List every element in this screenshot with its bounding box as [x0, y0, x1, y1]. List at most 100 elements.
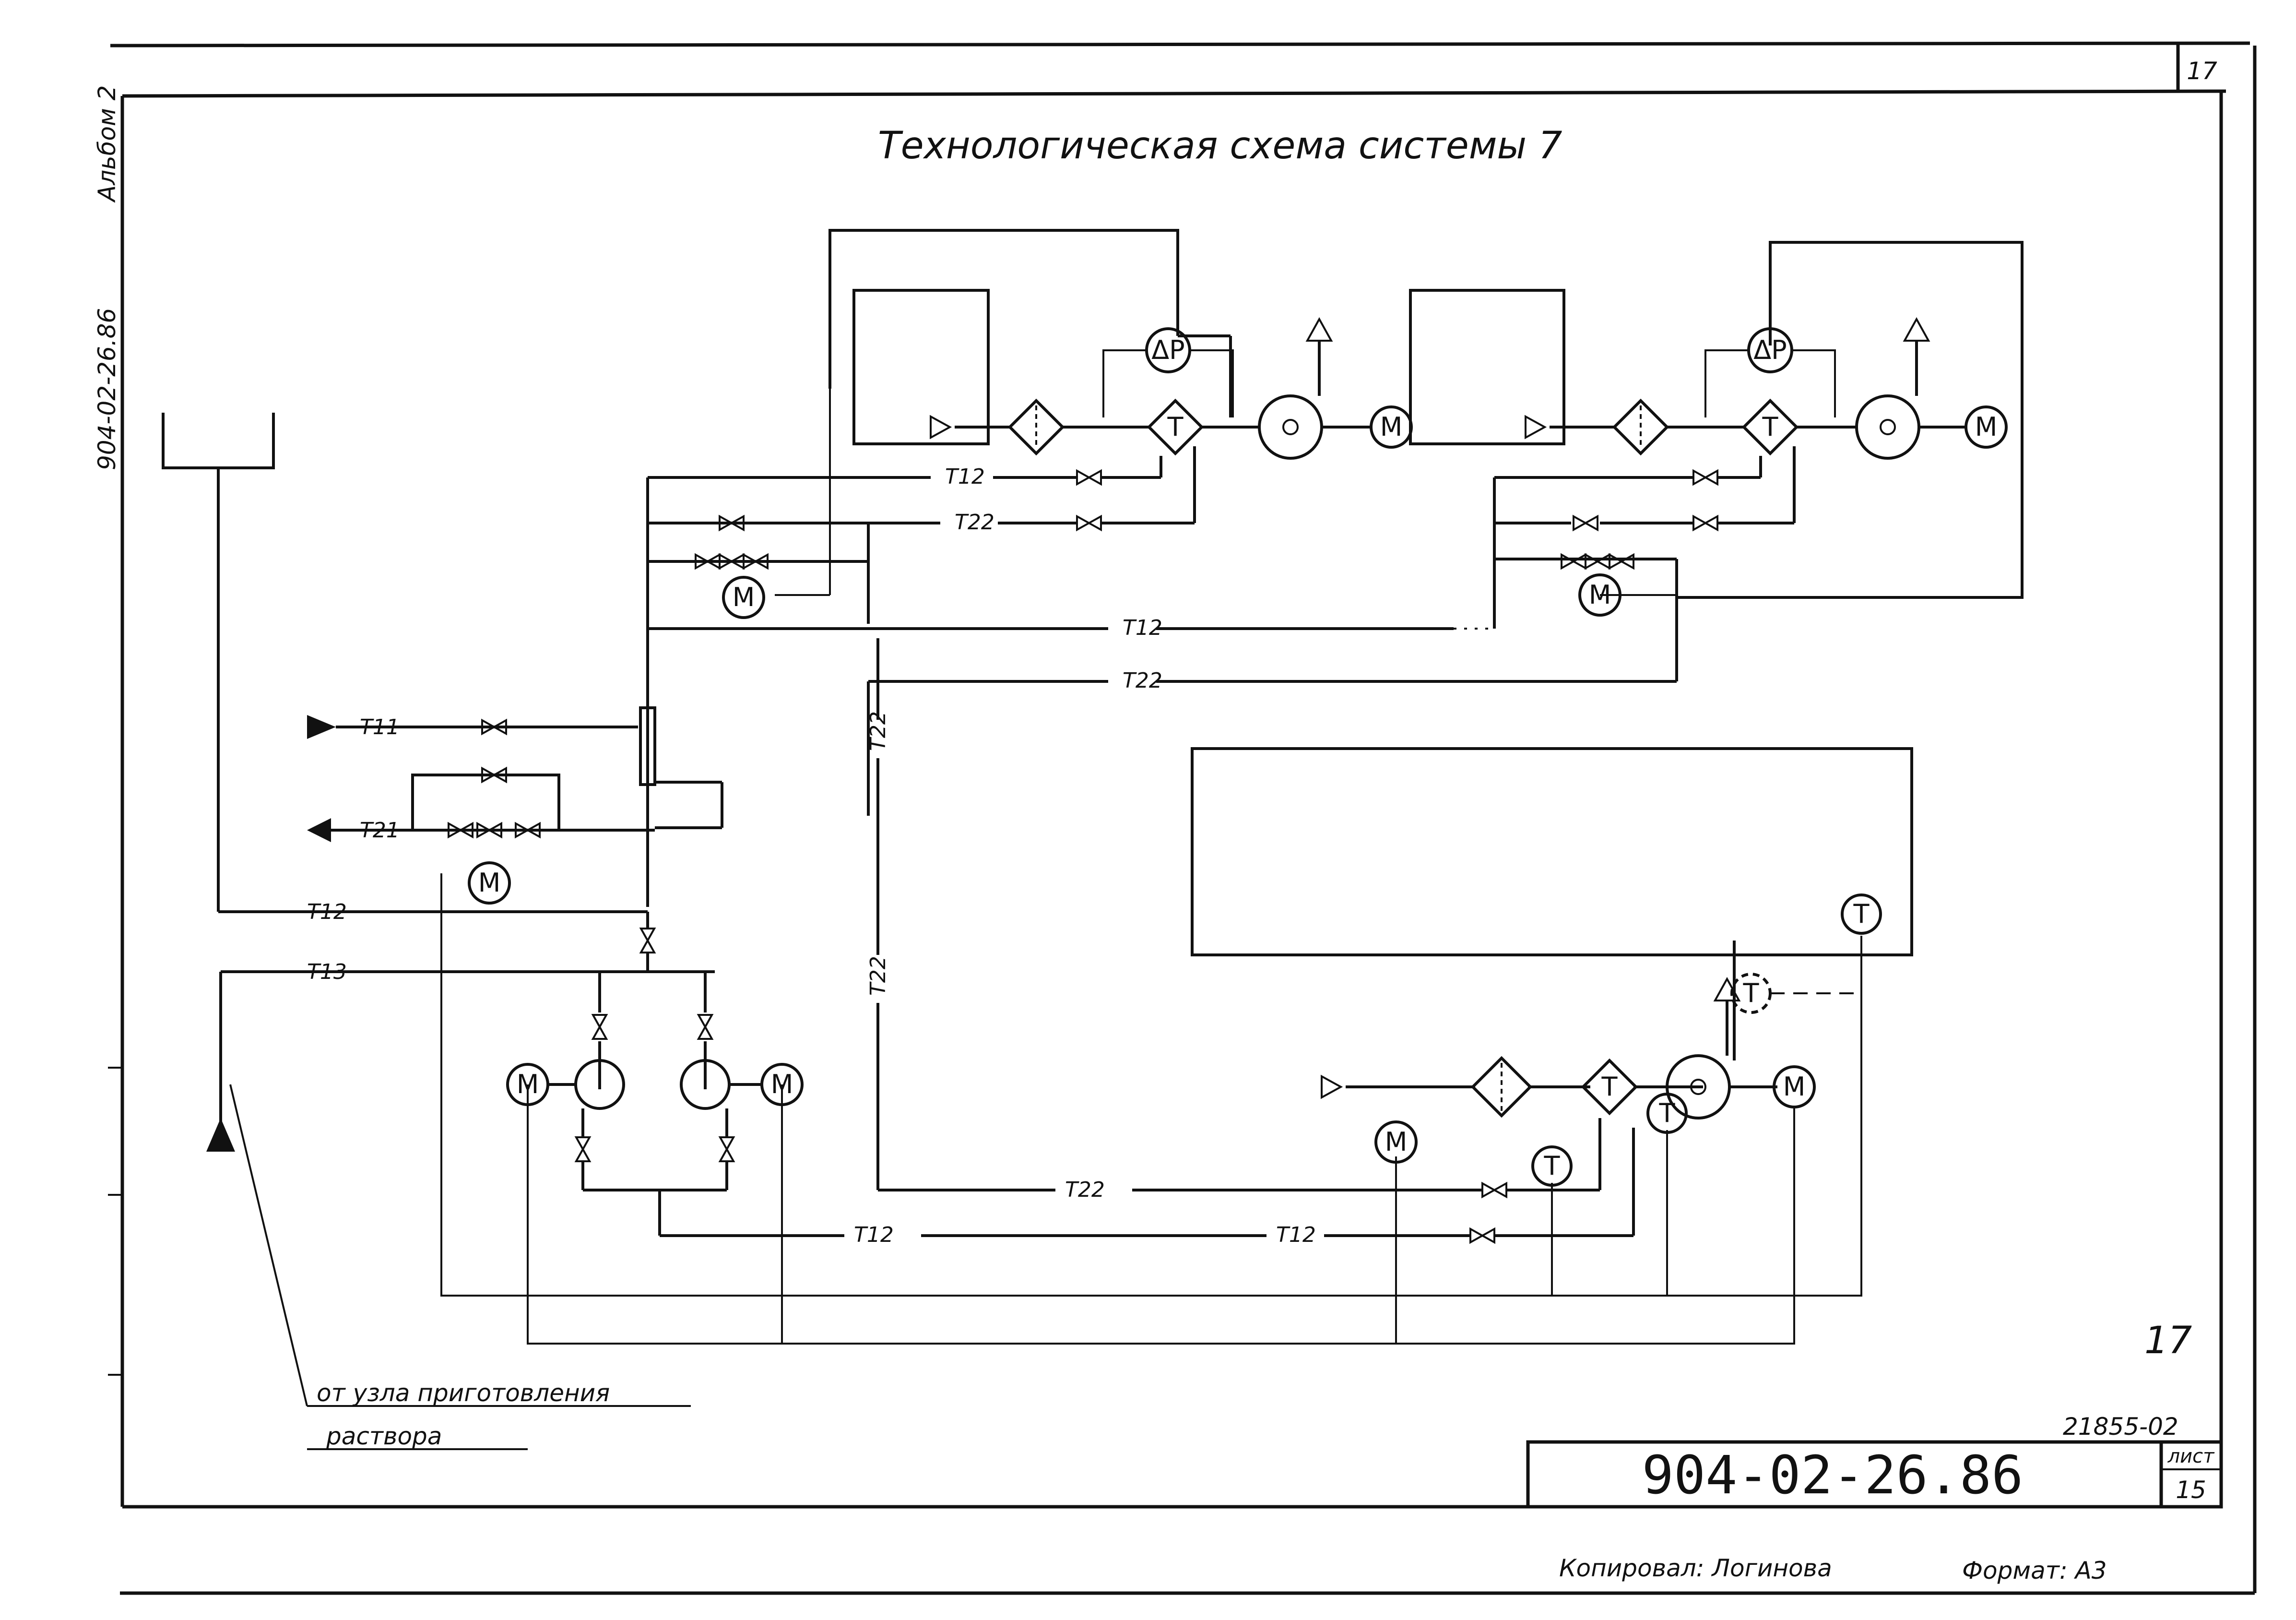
- motor-icon: М: [1370, 405, 1413, 449]
- pipe-label-t12-unit1: Т12: [945, 465, 985, 489]
- pump-icon: [680, 1059, 731, 1110]
- heat-exchanger-icon: Т: [1741, 398, 1799, 456]
- temperature-sensor-icon: Т: [1531, 1145, 1573, 1187]
- page-title: Технологическая схема системы 7: [878, 124, 1562, 167]
- motor-icon-label: М: [1975, 412, 1998, 442]
- pipe-label-t11: Т11: [360, 715, 400, 739]
- equipment: Т Т Т: [548, 317, 1967, 1120]
- motor-icon-label: М: [771, 1069, 793, 1099]
- valve-icon: [1609, 553, 1634, 570]
- pressure-differential-icon-label: ΔР: [1753, 335, 1787, 365]
- temperature-sensor-icon: Т: [1841, 893, 1882, 935]
- pipe-label-t22-unit1: Т22: [955, 510, 994, 535]
- pressure-differential-sensors: ΔР ΔР: [1102, 327, 1836, 417]
- temperature-sensor-icon-label: Т: [1743, 978, 1760, 1008]
- pipe-label-t12-bottom-right: Т12: [1276, 1223, 1316, 1247]
- air-inlet-icon: [1321, 1074, 1343, 1099]
- motor-icon: М: [468, 861, 511, 905]
- valve-icon: [697, 1014, 714, 1040]
- sheet-label: лист: [2167, 1445, 2215, 1467]
- valve-icon: [1692, 469, 1718, 486]
- filter-icon: [1470, 1056, 1533, 1118]
- pipe-label-t22-vertical-upper: Т22: [866, 711, 890, 751]
- motor-icon: М: [1965, 405, 2008, 449]
- pressure-differential-icon: ΔР: [1747, 327, 1793, 373]
- valve-icon: [1692, 514, 1718, 532]
- fan-icon: [1666, 977, 1777, 1120]
- filter-icon: [1612, 398, 1669, 456]
- pipe-label-t12-bottom-left: Т12: [854, 1223, 894, 1247]
- unit-2-enclosure: [1409, 241, 2024, 599]
- pump-icon: [574, 1059, 625, 1110]
- sheet-frame: [108, 41, 2257, 1595]
- valve-icon: [1469, 1227, 1495, 1244]
- pressure-differential-icon-label: ΔР: [1151, 335, 1185, 365]
- pipe-label-t12-cross: Т12: [1123, 616, 1162, 640]
- filter-icon: [1007, 398, 1065, 456]
- air-inlet-icon: [930, 415, 952, 440]
- valve-icon: [476, 822, 502, 839]
- pipe-label-t13: Т13: [307, 960, 347, 984]
- designation-label: 904-02-26.86: [1642, 1444, 2024, 1506]
- valve-icon: [481, 718, 507, 736]
- temperature-sensors: Т Т Т Т: [1531, 893, 1882, 1187]
- valve-icon: [639, 928, 656, 953]
- heat-exchanger-label: Т: [1601, 1072, 1618, 1102]
- valve-icon: [1076, 469, 1102, 486]
- valve-icon: [1481, 1181, 1507, 1199]
- copied-by: Копировал: Логинова: [1559, 1554, 1832, 1582]
- supply-tank: [162, 413, 336, 913]
- motor-icon: М: [722, 576, 765, 619]
- pipe-label-t22-cross: Т22: [1123, 668, 1162, 693]
- motor-icon: М: [1578, 573, 1621, 617]
- heat-exchanger-label: Т: [1167, 412, 1184, 442]
- format-label: Формат: А3: [1962, 1557, 2107, 1584]
- pipe-network: [218, 389, 1862, 1450]
- fan-icon: [1855, 317, 1967, 460]
- heat-exchanger-label: Т: [1762, 412, 1779, 442]
- pressure-differential-icon: ΔР: [1145, 327, 1191, 373]
- title-block: [1526, 1440, 2223, 1509]
- motor-icon-label: М: [1589, 580, 1611, 610]
- motor-icon-label: М: [1380, 412, 1403, 442]
- motor-icon-label: М: [517, 1069, 539, 1099]
- temperature-sensor-icon: Т: [1730, 973, 1772, 1014]
- heat-exchanger-icon: Т: [1147, 398, 1204, 456]
- sheet-number-top: 17: [2187, 57, 2217, 85]
- side-designation: 904-02-26.86: [93, 308, 121, 470]
- motors: М М М М М М М М М: [468, 405, 2008, 1164]
- motor-icon-label: М: [733, 582, 755, 612]
- album-label: Альбом 2: [93, 85, 121, 203]
- valve-icon: [1573, 514, 1598, 532]
- air-inlet-icon: [1525, 415, 1547, 440]
- valve-icon: [719, 514, 745, 532]
- unit-1-enclosure: [828, 229, 1232, 445]
- supply-arrow-icon: [206, 1118, 235, 1152]
- valve-icon: [448, 822, 473, 839]
- valve-icon: [591, 1014, 608, 1040]
- motor-icon: М: [760, 1063, 804, 1106]
- source-note-line1: от узла приготовления: [317, 1379, 610, 1407]
- outlet-arrow-icon: [307, 818, 331, 842]
- motor-icon-label: М: [1385, 1127, 1408, 1157]
- temperature-sensor-icon-label: Т: [1544, 1151, 1561, 1181]
- source-note-line2: раствора: [326, 1422, 442, 1450]
- motor-icon-label: М: [1783, 1072, 1806, 1102]
- sheet-number-hand: 17: [2144, 1319, 2192, 1362]
- motor-icon: М: [506, 1063, 549, 1106]
- inventory-number: 21855-02: [2063, 1413, 2178, 1441]
- valve-icon: [1585, 553, 1610, 570]
- unit-3-enclosure: [1191, 747, 1913, 956]
- pipe-label-t12-supply: Т12: [307, 900, 347, 924]
- sheet-value: 15: [2176, 1476, 2206, 1504]
- valve-icon: [481, 766, 507, 784]
- valve-icon: [1076, 514, 1102, 532]
- valves: [448, 469, 1718, 1244]
- valve-icon: [574, 1136, 592, 1162]
- pipe-label-t22-vertical-lower: Т22: [866, 956, 890, 996]
- valve-icon: [718, 1136, 735, 1162]
- motor-icon: М: [1773, 1065, 1816, 1108]
- fan-icon: [1258, 317, 1370, 460]
